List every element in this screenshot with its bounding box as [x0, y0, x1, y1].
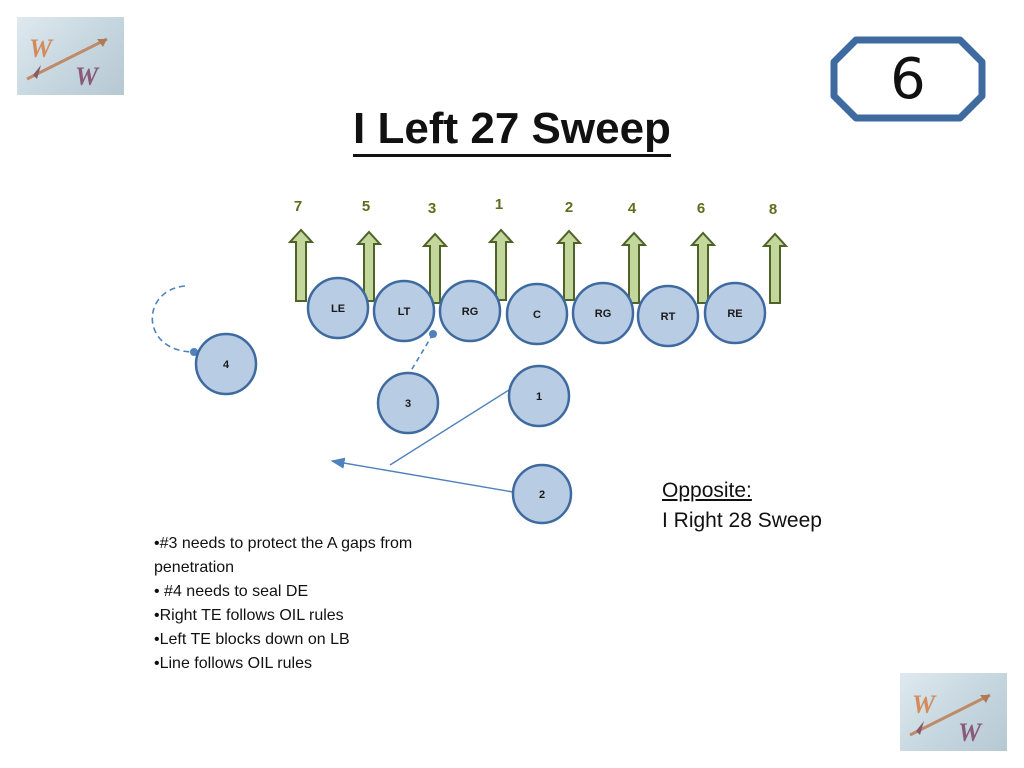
svg-text:W: W: [912, 690, 937, 719]
player-label: 1: [536, 391, 542, 403]
team-logo-bottom: W W: [900, 673, 1007, 751]
coaching-notes: •#3 needs to protect the A gaps from pen…: [154, 532, 454, 676]
player-c: [505, 282, 569, 346]
hole-label: 6: [697, 200, 705, 217]
player-label: LT: [398, 306, 411, 318]
note-item: •#3 needs to protect the A gaps from pen…: [154, 535, 413, 576]
back-3: [376, 371, 440, 435]
player-re: [703, 281, 767, 345]
slide-number-badge: 6: [830, 36, 986, 122]
opposite-play-name: I Right 28 Sweep: [662, 509, 822, 532]
note-item: •Right TE follows OIL rules: [154, 607, 344, 624]
hole-arrow: [620, 231, 648, 304]
back-2: [511, 463, 573, 525]
hole-arrows: [287, 228, 789, 304]
hole-arrow: [287, 228, 315, 302]
slide-number: 6: [890, 46, 926, 112]
backfield: 4 3 1 2: [194, 332, 573, 525]
hole-numbers: 7 5 3 1 2 4 6 8: [294, 196, 777, 218]
player-label: C: [533, 309, 541, 321]
opposite-heading: Opposite:: [662, 479, 752, 502]
back-1-fake-path: [389, 387, 513, 466]
play-title-text: I Left 27 Sweep: [353, 104, 671, 157]
player-le: [306, 276, 370, 340]
player-rg: [571, 281, 635, 345]
path-dot: [429, 330, 437, 338]
hole-label: 4: [628, 200, 637, 217]
note-item: •Line follows OIL rules: [154, 655, 312, 672]
arrow-ww-logo-icon: W W: [26, 34, 108, 91]
player-label: RG: [462, 306, 479, 318]
player-rt: [636, 284, 700, 348]
svg-text:W: W: [29, 34, 54, 63]
player-label: LE: [331, 303, 345, 315]
team-logo-top: W W: [17, 17, 124, 95]
hole-label: 2: [565, 199, 573, 216]
play-title: I Left 27 Sweep: [0, 104, 1024, 157]
arrow-ww-logo-icon: W W: [909, 690, 991, 747]
path-dot: [190, 348, 198, 356]
back-3-block-path: [408, 333, 434, 375]
hole-arrow: [421, 232, 449, 304]
hole-label: 8: [769, 201, 777, 218]
offensive-line: LE LT RG C RG RT RE: [306, 276, 767, 348]
back-4: [194, 332, 258, 396]
hole-arrow: [487, 228, 515, 301]
back-1: [507, 364, 571, 428]
hole-label: 1: [495, 196, 503, 213]
svg-text:W: W: [958, 718, 983, 747]
player-lg: [438, 279, 502, 343]
hole-arrow: [555, 229, 583, 301]
player-lt: [372, 279, 436, 343]
opposite-play: Opposite: I Right 28 Sweep: [662, 476, 822, 536]
player-label: 3: [405, 398, 411, 410]
back-2-sweep-path: [330, 457, 514, 493]
player-label: RG: [595, 308, 612, 320]
svg-text:W: W: [75, 62, 100, 91]
hole-label: 5: [362, 198, 370, 215]
note-item: •Left TE blocks down on LB: [154, 631, 350, 648]
player-label: RE: [727, 308, 742, 320]
hole-arrow: [761, 232, 789, 304]
octagon-badge-shape: [830, 36, 986, 122]
player-label: RT: [661, 311, 676, 323]
note-item: • #4 needs to seal DE: [154, 583, 309, 600]
hole-label: 7: [294, 198, 302, 215]
player-label: 2: [539, 489, 545, 501]
hole-arrow: [689, 231, 717, 304]
back-4-seal-path: [151, 285, 195, 353]
hole-label: 3: [428, 200, 436, 217]
player-label: 4: [223, 359, 230, 371]
hole-arrow: [355, 230, 383, 302]
